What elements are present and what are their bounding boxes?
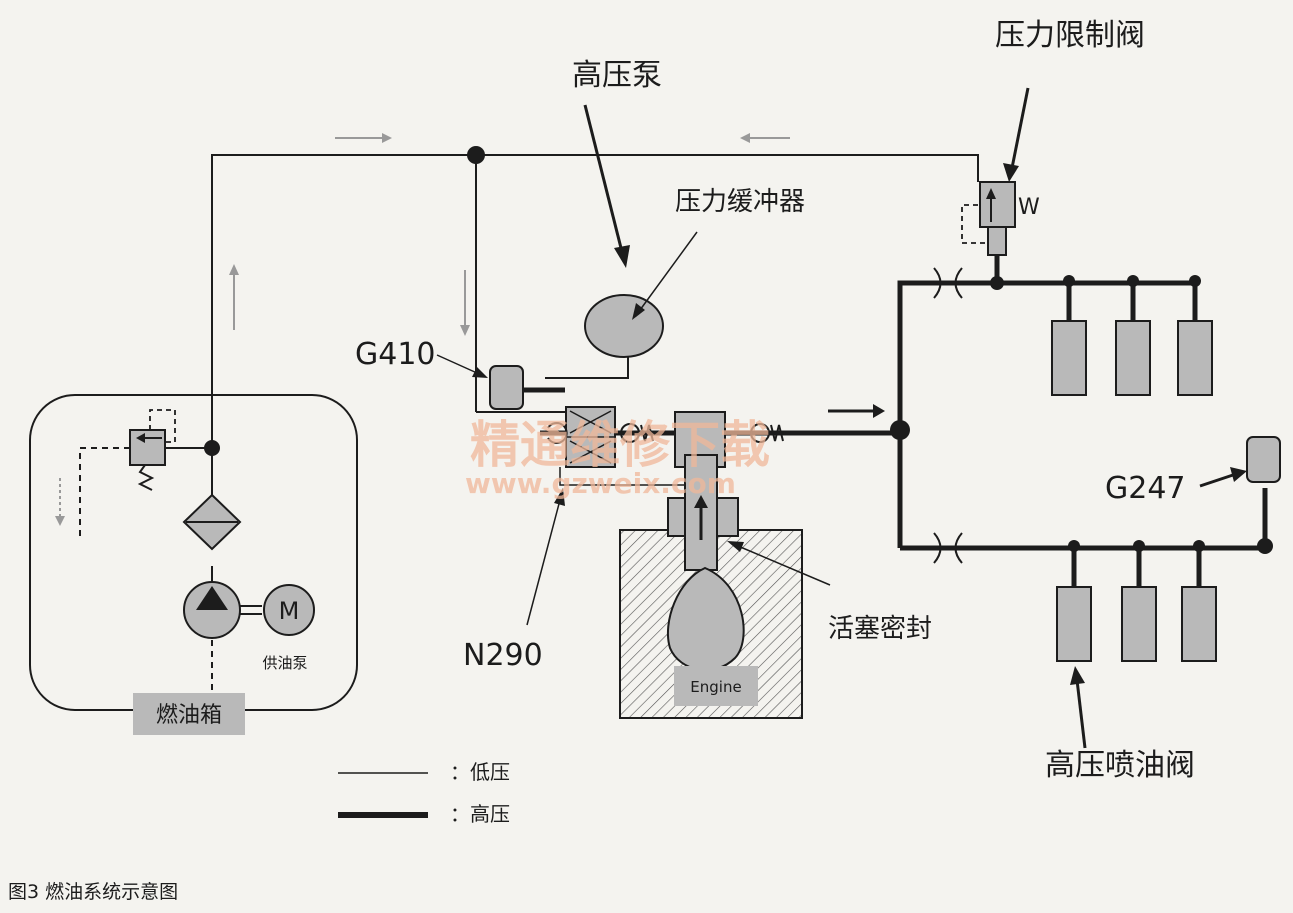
flow-arrows [55,133,790,526]
legend-low-label: ：低压 [450,760,510,784]
low-pressure-lines [79,154,979,690]
rail-restrictors [933,267,963,564]
fuel-tank-outline [29,394,358,711]
junction-dots [204,146,1273,554]
high-pressure-pump-label: 高压泵 [572,58,662,93]
n290-valve [559,406,715,486]
n290-label: N290 [463,638,543,673]
motor: M [263,584,315,636]
piston-housing [667,411,739,571]
legend-high-label: ：高压 [450,802,510,826]
callout-arrows [436,87,1247,749]
check-valves [547,422,784,444]
valve-spring-label: W [1018,195,1040,220]
pressure-damper [584,294,664,358]
fuel-tank-box [133,693,245,735]
tank-relief-valve [129,409,176,491]
fuel-filter [182,493,242,551]
fuel-tank-label: 燃油箱 [156,703,222,728]
supply-pump-label: 供油泵 [262,654,307,672]
pressure-damper-label: 压力缓冲器 [675,187,805,217]
engine-label: Engine [690,678,741,696]
figure-caption: 图3 燃油系统示意图 [8,881,178,903]
injectors-upper [1051,320,1213,396]
pressure-limit-valve-label: 压力限制阀 [995,18,1145,53]
g410-sensor [489,365,524,410]
pressure-limit-valve: W [961,181,1040,256]
g247-sensor [1246,436,1281,483]
motor-label: M [279,597,300,625]
engine-label-box [674,666,758,706]
injectors-lower [1056,586,1217,662]
high-pressure-lines [520,255,1268,588]
g410-label: G410 [355,337,436,372]
legend: ：低压 ：高压 [338,760,510,826]
piston-seal-label: 活塞密封 [828,614,932,644]
supply-pump [183,581,262,639]
watermark-url: www.gzweix.com [465,467,736,500]
g247-label: G247 [1105,471,1186,506]
high-pressure-flow-arrow [828,404,885,418]
watermark-title: 精通维修下载 [470,416,770,474]
hp-injector-label: 高压喷油阀 [1045,748,1195,783]
